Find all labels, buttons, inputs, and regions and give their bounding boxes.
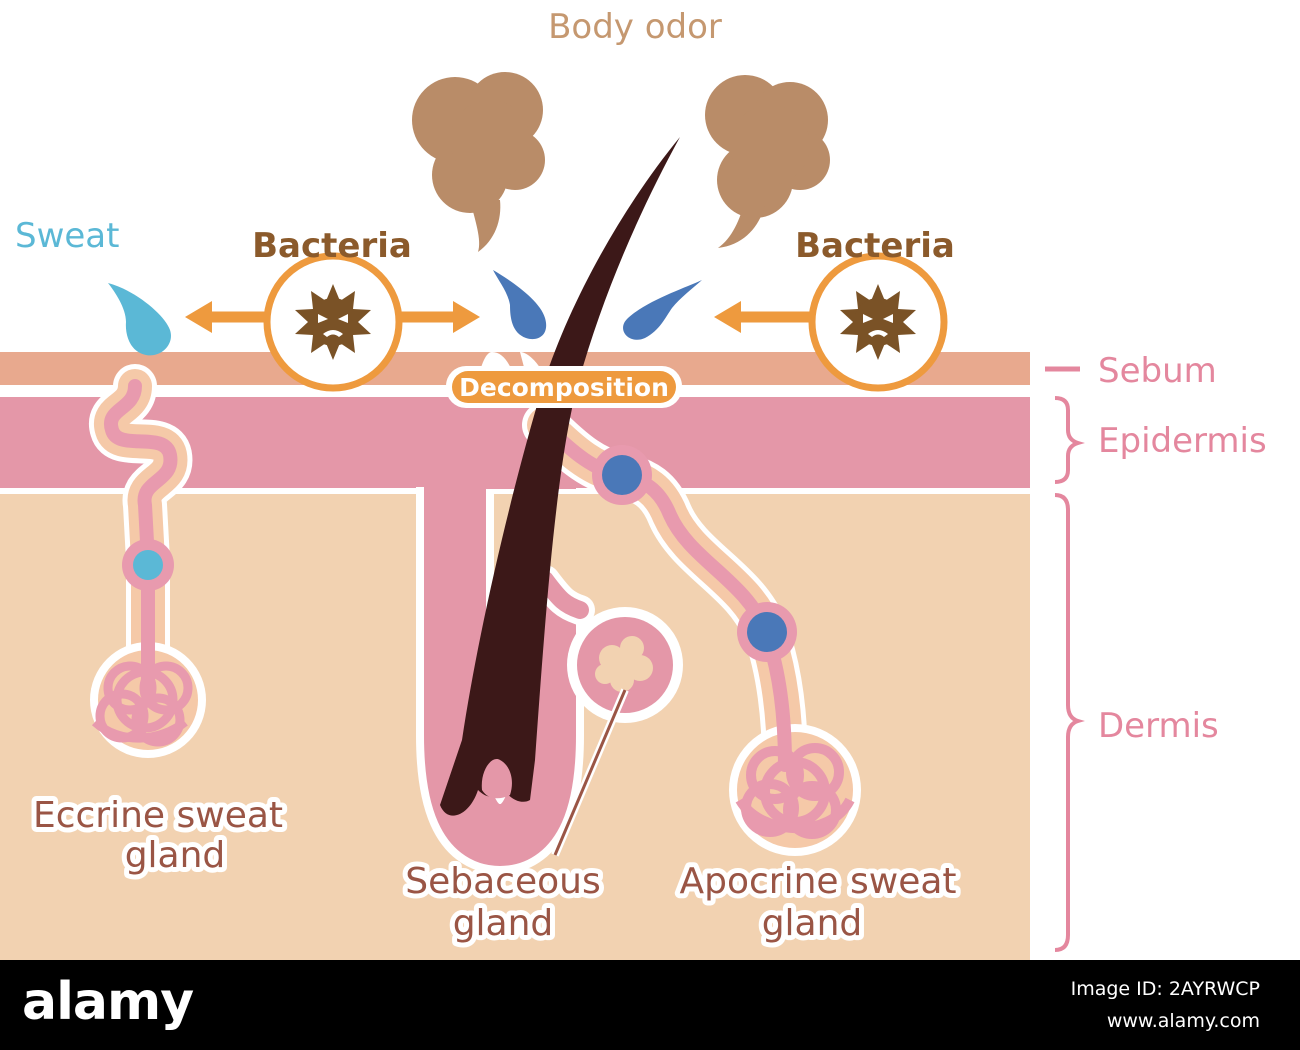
eccrine-label-line1: Eccrine sweat: [33, 795, 283, 836]
sweat-drop-icon: [108, 283, 171, 356]
sweat-droplet-icon: [602, 455, 642, 495]
diagram-canvas: Decomposition Body odor Sweat Bacteria B…: [0, 7, 1267, 960]
bacteria-right-group: [714, 252, 948, 392]
hair-shaft: [440, 137, 680, 816]
odor-cloud-right: [705, 75, 830, 248]
epidermis-label: Epidermis: [1098, 421, 1267, 461]
alamy-logo: alamy: [22, 972, 194, 1032]
bacteria-left-group: [185, 252, 480, 392]
sebaceous-label-line2: gland: [453, 903, 554, 944]
epidermis-bracket: [1054, 396, 1085, 484]
dermis-label: Dermis: [1098, 706, 1219, 746]
eccrine-sweat-gland: [89, 364, 206, 758]
arrow-right-icon: [453, 301, 480, 333]
apocrine-label-line2: gland: [762, 903, 863, 944]
odor-cloud-left: [412, 72, 545, 252]
sweat-drop-icon: [623, 280, 702, 340]
apocrine-sweat-gland: [522, 402, 861, 856]
body-odor-label: Body odor: [548, 7, 722, 47]
arrow-left-icon: [185, 301, 212, 333]
watermark-footer: [0, 960, 1300, 1050]
bacteria-left-label: Bacteria: [252, 226, 412, 266]
sweat-droplet-icon: [133, 550, 163, 580]
eccrine-label-line2: gland: [125, 835, 226, 876]
apocrine-label-line1: Apocrine sweat: [679, 861, 956, 902]
sebaceous-label-line1: Sebaceous: [405, 861, 600, 902]
image-site-label: www.alamy.com: [1106, 1010, 1260, 1032]
dermis-bracket: [1054, 493, 1085, 952]
image-id-label: Image ID: 2AYRWCP: [1070, 978, 1260, 1000]
sweat-drop-icon: [493, 270, 547, 340]
sweat-label: Sweat: [15, 216, 119, 256]
sweat-droplet-icon: [747, 612, 787, 652]
decomposition-label: Decomposition: [459, 373, 669, 402]
arrow-left-icon: [714, 301, 741, 333]
sebum-label: Sebum: [1098, 351, 1217, 391]
bacteria-right-label: Bacteria: [795, 226, 955, 266]
